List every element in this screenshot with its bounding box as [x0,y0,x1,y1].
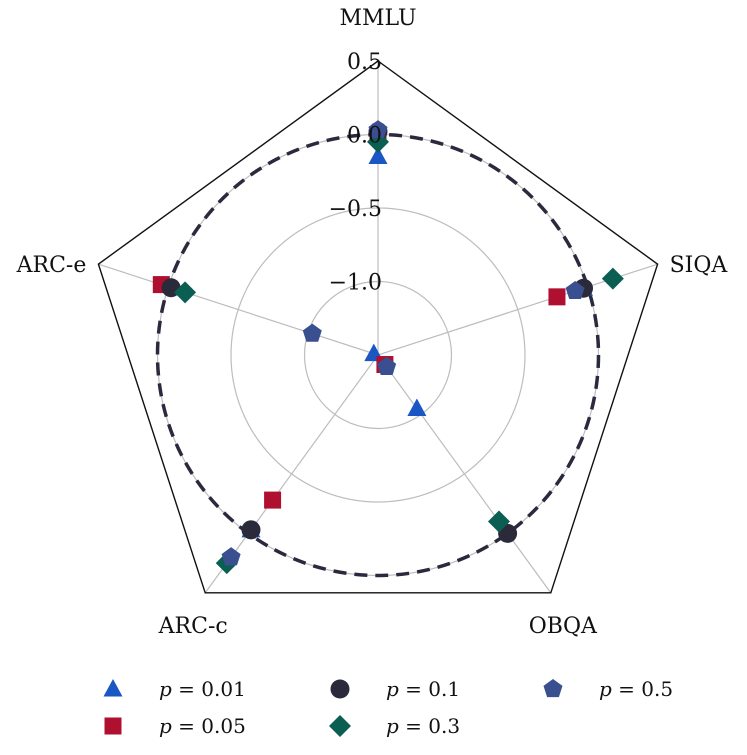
legend-label: p = 0.5 [599,677,673,701]
legend-marker-triangle [103,679,123,697]
r-tick-label: −1.0 [329,271,382,296]
point-pentagon-siqa [565,280,585,300]
r-tick-label: 0.0 [347,124,382,149]
point-square-arc-c [264,491,282,509]
point-triangle-mmlu [368,146,388,165]
legend-label: p = 0.01 [159,677,246,701]
legend: p = 0.01 p = 0.05 p = 0.1 p = 0.3 p = 0.5 [103,677,673,738]
legend-marker-square [104,717,122,735]
axis-label-arc-e: ARC-e [16,253,87,278]
axis-label-mmlu: MMLU [340,6,417,31]
r-tick-label: 0.5 [347,50,382,75]
point-diamond-obqa [487,510,510,533]
label-layer: −1.0 −0.5 0.0 0.5 MMLU SIQA OBQA ARC-c ARC-e [16,6,729,639]
series-layer [152,120,624,575]
point-diamond-arc-e [174,281,197,304]
legend-label: p = 0.1 [386,677,460,701]
spoke-obqa [377,354,552,594]
axis-label-obqa: OBQA [529,614,598,639]
legend-label: p = 0.05 [159,714,246,738]
legend-marker-pentagon [543,679,563,698]
r-tick-label: −0.5 [329,197,382,222]
spoke-arc-e [98,263,379,356]
point-pentagon-arc-e [302,323,322,342]
legend-marker-circle [330,679,350,699]
point-circle-obqa [498,523,518,543]
point-diamond-siqa [601,267,624,290]
point-square-siqa [548,288,566,306]
outer-frame [97,60,659,594]
axis-label-siqa: SIQA [670,253,729,278]
point-pentagon-mmlu [368,120,388,139]
point-circle-arc-c [241,520,261,540]
point-triangle-obqa [407,398,427,417]
axis-label-arc-c: ARC-c [158,614,228,639]
legend-marker-diamond [329,715,351,737]
point-pentagon-obqa [377,356,397,375]
legend-label: p = 0.3 [386,714,460,738]
point-pentagon-arc-c [221,547,241,566]
